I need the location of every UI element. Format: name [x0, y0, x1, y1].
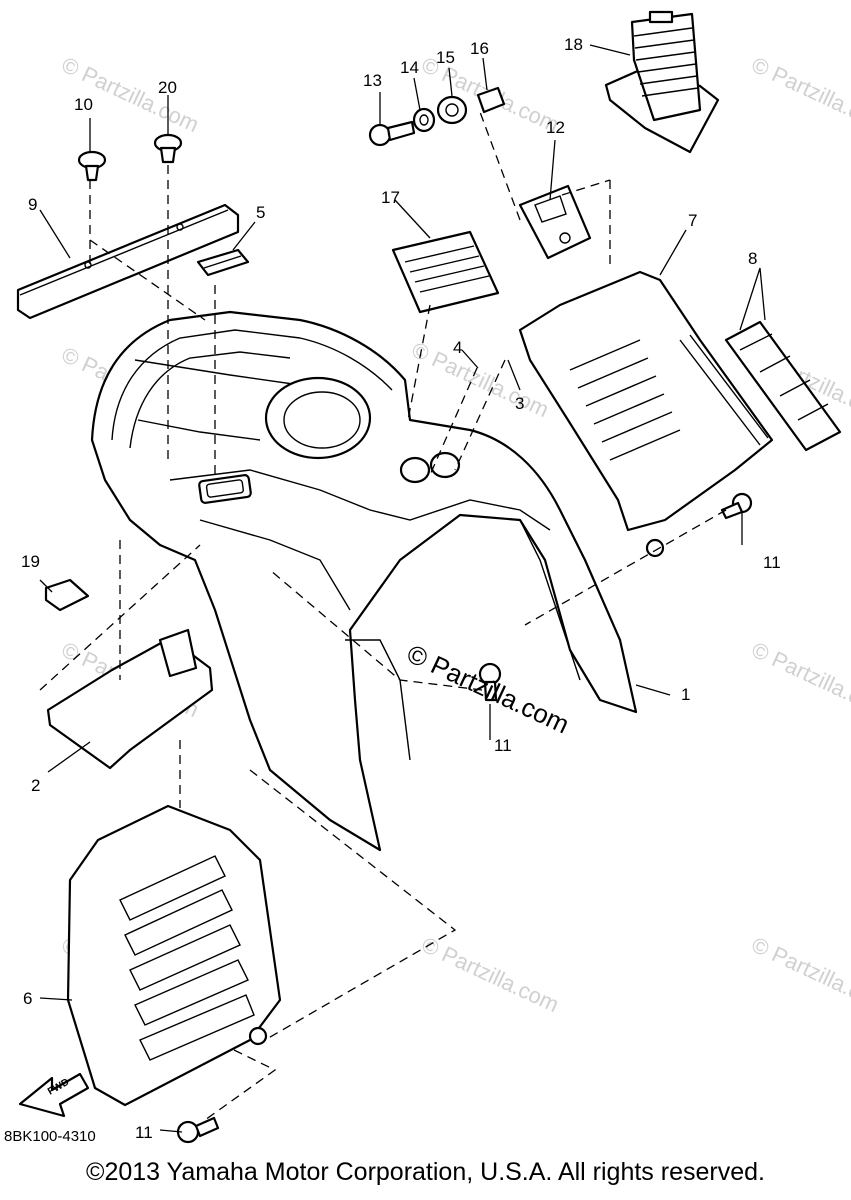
callout-14: 14: [400, 58, 419, 77]
leader-lines: [39, 44, 766, 1133]
part-7-side-cover: [518, 270, 774, 558]
part-11-bolt: [176, 1116, 220, 1144]
callout-5: 5: [256, 203, 265, 222]
callout-19: 19: [21, 552, 40, 571]
callout-1: 1: [681, 685, 690, 704]
part-2-cover: [46, 628, 214, 770]
copyright-footer: ©2013 Yamaha Motor Corporation, U.S.A. A…: [86, 1158, 765, 1186]
part-18-boot: [604, 10, 720, 154]
callout-2: 2: [31, 776, 40, 795]
diagram-code: 8BK100-4310: [4, 1128, 96, 1145]
callout-8: 8: [748, 249, 757, 268]
part-8-strips: [724, 320, 842, 452]
callout-3: 3: [515, 394, 524, 413]
part-11-bolt: [720, 492, 753, 520]
part-5-pad: [196, 248, 250, 277]
center-watermark: © Partzilla.com: [402, 638, 573, 739]
part-11-bolt: [478, 662, 502, 702]
watermark: © Partzilla.com: [748, 52, 851, 137]
part-14-washer: [412, 107, 436, 133]
part-6-side-panel: [66, 804, 282, 1107]
callout-11: 11: [135, 1123, 153, 1142]
callout-6: 6: [23, 989, 32, 1008]
part-19-clip: [44, 578, 90, 612]
watermark: © Partzilla.com: [748, 637, 851, 722]
part-12-bracket: [518, 184, 592, 260]
watermark: © Partzilla.com: [748, 932, 851, 1017]
part-15-grommet: [436, 95, 468, 125]
callout-16: 16: [470, 39, 489, 58]
callout-17: 17: [381, 188, 400, 207]
callout-18: 18: [564, 35, 583, 54]
callouts: 1 2 3 4 5 6 7 8 9 10 11 11 11 12 13 14 1…: [21, 35, 781, 1142]
callout-12: 12: [546, 118, 565, 137]
callout-10: 10: [74, 95, 93, 114]
callout-4: 4: [453, 338, 462, 357]
part-1-body: [90, 310, 638, 852]
part-17-plate: [391, 230, 500, 314]
callout-11: 11: [763, 553, 781, 572]
part-20-clip: [153, 133, 183, 164]
callout-15: 15: [436, 48, 455, 67]
callout-7: 7: [688, 211, 697, 230]
fwd-arrow-icon: FWD: [18, 1072, 90, 1118]
part-10-clip: [77, 150, 107, 182]
part-9-bar: [16, 203, 240, 320]
watermark: © Partzilla.com: [418, 932, 563, 1017]
part-16-collar: [476, 86, 506, 114]
callout-20: 20: [158, 78, 177, 97]
callout-9: 9: [28, 195, 37, 214]
part-13-bolt: [368, 120, 416, 147]
callout-13: 13: [363, 71, 382, 90]
callout-11: 11: [494, 736, 512, 755]
